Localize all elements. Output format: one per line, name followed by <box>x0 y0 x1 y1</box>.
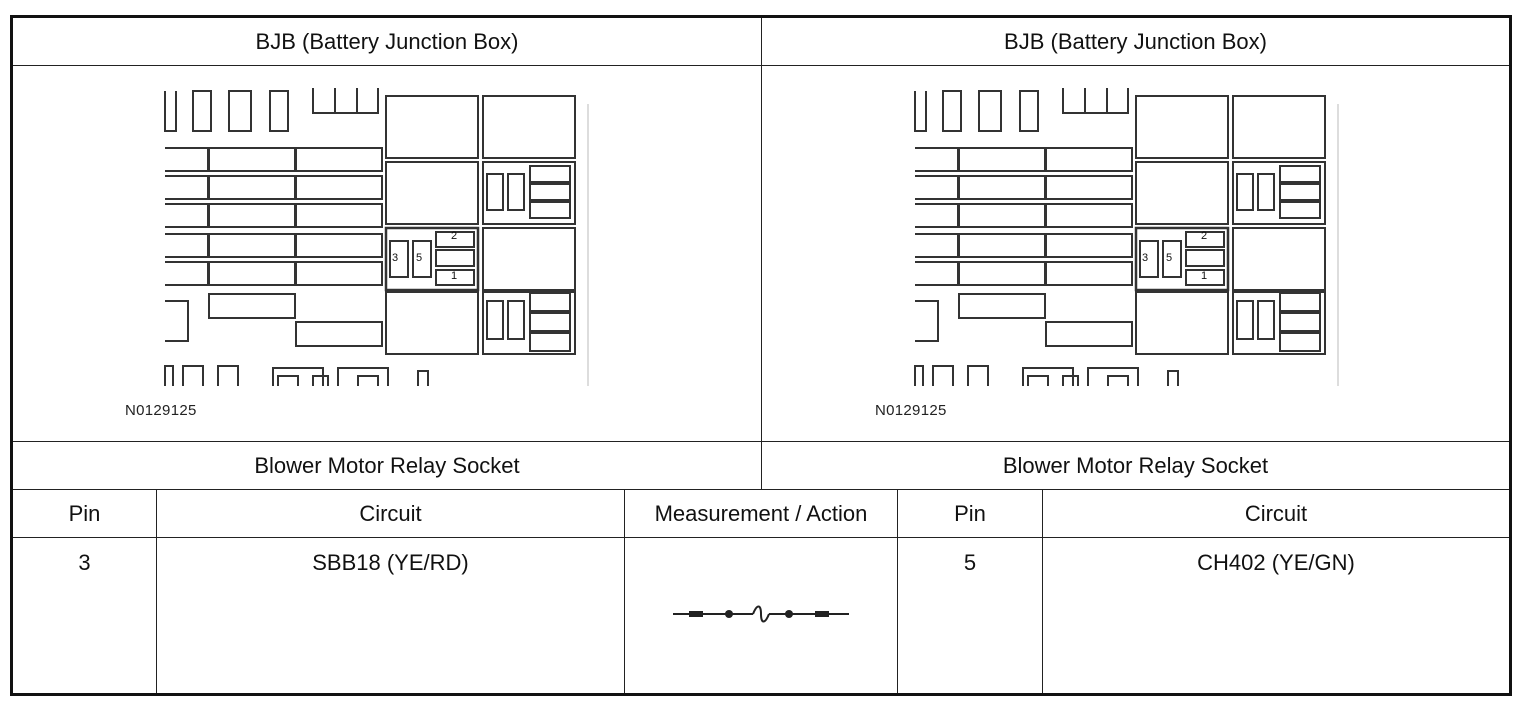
pin-label-5: 5 <box>1166 252 1173 264</box>
right-box-title: BJB (Battery Junction Box) <box>1004 28 1267 54</box>
pin-label-5: 5 <box>416 252 423 264</box>
column-divider <box>624 489 625 693</box>
pin-label-2: 2 <box>1201 230 1208 242</box>
column-header-pin-b: Pin <box>954 500 986 526</box>
diagram-code-left: N0129125 <box>125 402 197 419</box>
left-socket-label: Blower Motor Relay Socket <box>254 452 520 478</box>
column-header-circuit-b: Circuit <box>1244 500 1308 526</box>
column-header-circuit-a: Circuit <box>359 500 422 526</box>
diagram-code-right: N0129125 <box>875 402 947 419</box>
table-row-pin-a: 3 <box>78 550 91 575</box>
column-header-measurement: Measurement / Action <box>654 500 868 526</box>
pin-label-2: 2 <box>451 230 458 242</box>
pin-label-1: 1 <box>1201 270 1208 282</box>
row-divider <box>13 537 1509 538</box>
table-row-measurement <box>625 538 897 693</box>
column-divider <box>897 489 898 693</box>
table-row-circuit-a: SBB18 (YE/RD) <box>312 550 469 575</box>
column-divider <box>1042 489 1043 693</box>
pin-label-3: 3 <box>392 252 399 264</box>
bjb-diagram-right: 3 5 2 1 <box>913 86 1343 386</box>
column-divider <box>761 18 762 490</box>
table-row-circuit-b: CH402 (YE/GN) <box>1197 550 1355 575</box>
bjb-diagram-left: 3 5 2 1 <box>163 86 593 386</box>
left-box-title: BJB (Battery Junction Box) <box>255 28 519 54</box>
fuse-jumper-icon <box>673 605 849 622</box>
table-row-pin-b: 5 <box>963 550 977 575</box>
column-header-pin-a: Pin <box>68 500 101 526</box>
column-divider <box>156 489 157 693</box>
right-socket-label: Blower Motor Relay Socket <box>1002 452 1269 478</box>
pin-label-3: 3 <box>1142 252 1149 264</box>
pin-label-1: 1 <box>451 270 458 282</box>
test-table: BJB (Battery Junction Box) BJB (Battery … <box>10 15 1512 696</box>
